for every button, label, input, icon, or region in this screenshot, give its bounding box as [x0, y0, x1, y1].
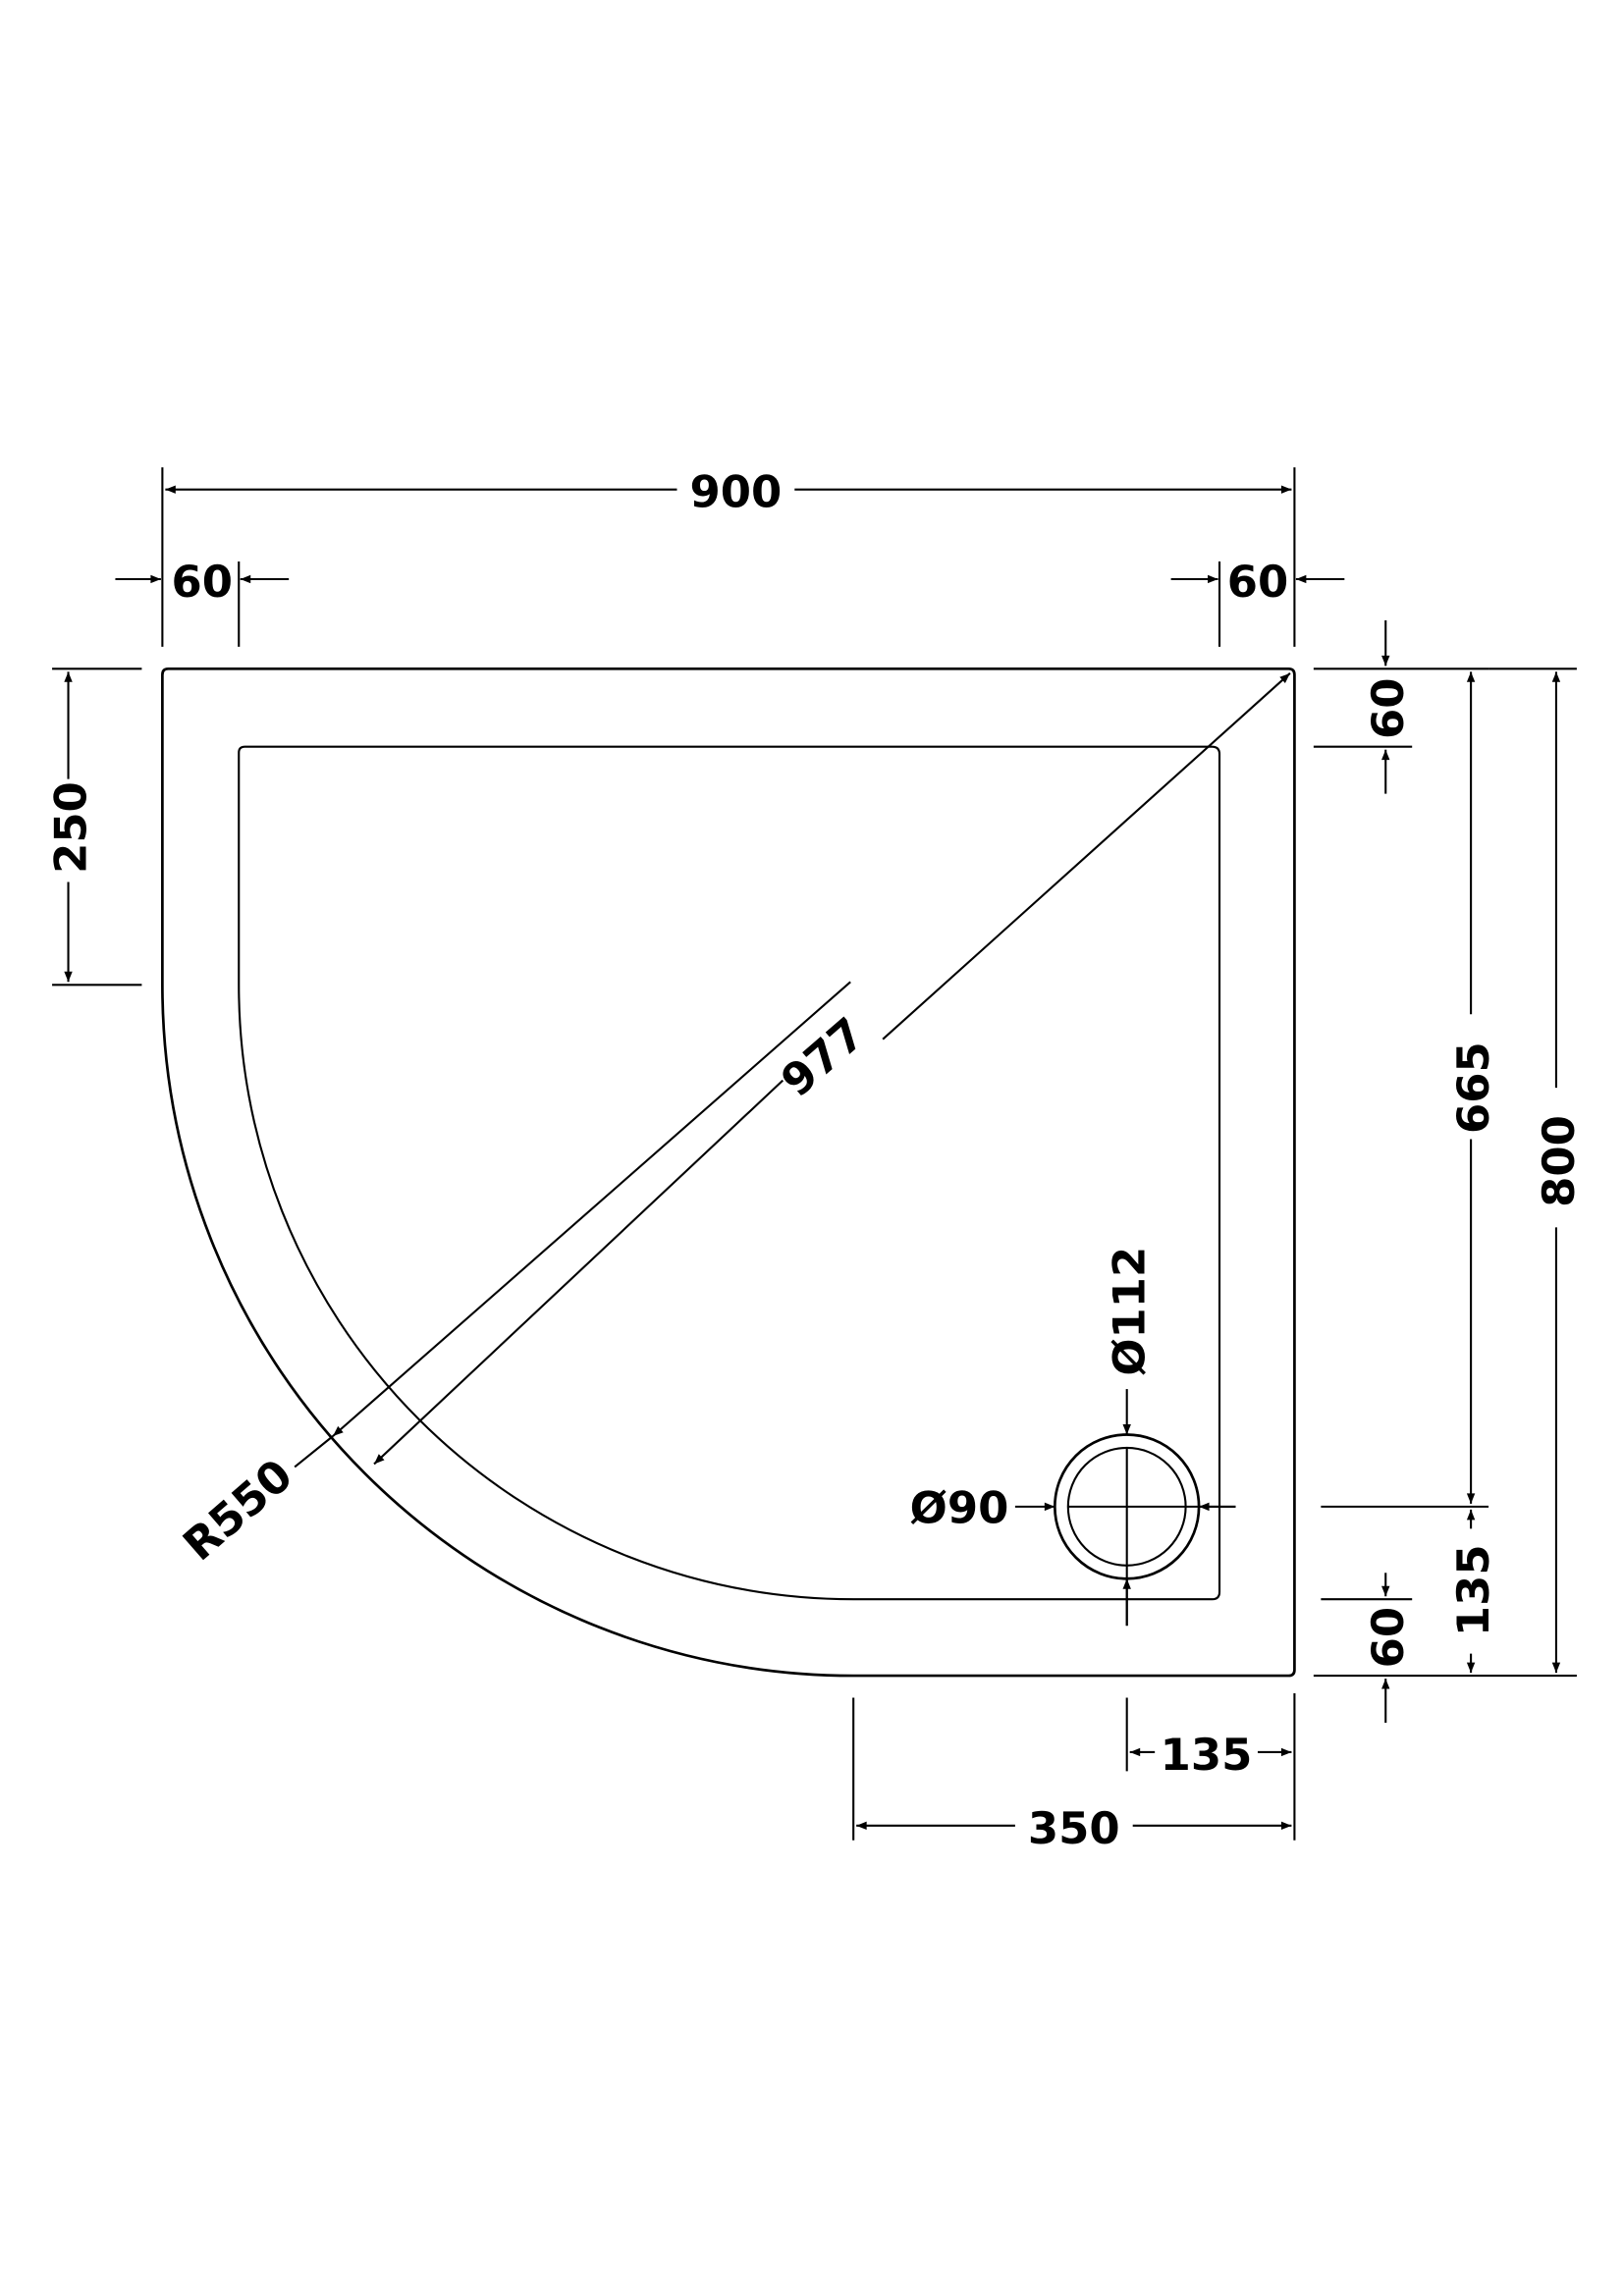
dim-label-977: 977 [771, 1007, 875, 1107]
dim-label-135-right: 135 [1447, 1544, 1499, 1636]
dim-label-r550: R550 [173, 1449, 302, 1571]
dim-350: 350 [852, 1697, 1292, 1854]
dim-label-665: 665 [1447, 1041, 1499, 1134]
dim-250: 250 [45, 667, 142, 987]
dim-label-d112: Ø112 [1104, 1247, 1156, 1376]
dim-135-right: 135 [1447, 1509, 1499, 1674]
dim-r550: R550 [173, 981, 851, 1571]
dim-60-right: 60 [1170, 556, 1345, 647]
dim-665: 665 [1321, 671, 1499, 1508]
dim-label-60-top: 60 [1362, 678, 1414, 740]
dim-135-bottom: 135 [1125, 1693, 1296, 1841]
dim-label-60-right: 60 [1227, 556, 1289, 608]
dim-label-60-bottom: 60 [1362, 1607, 1414, 1669]
dim-60-bottom-right: 60 [1313, 1573, 1577, 1723]
dim-label-800: 800 [1533, 1115, 1585, 1207]
dim-60-top-right: 60 [1313, 619, 1489, 794]
dim-label-d90: Ø90 [910, 1481, 1009, 1533]
dim-800: 800 [1488, 667, 1585, 1674]
dim-60-left: 60 [115, 556, 290, 647]
tray-outline [161, 667, 1296, 1678]
dim-label-350: 350 [1028, 1802, 1120, 1854]
dim-label-60-left: 60 [172, 556, 234, 608]
dim-900: 900 [161, 466, 1296, 647]
dim-label-135-bottom: 135 [1161, 1729, 1253, 1781]
dim-label-900: 900 [690, 466, 783, 518]
dim-label-250: 250 [45, 781, 97, 874]
waste-outlet [1014, 1389, 1236, 1627]
